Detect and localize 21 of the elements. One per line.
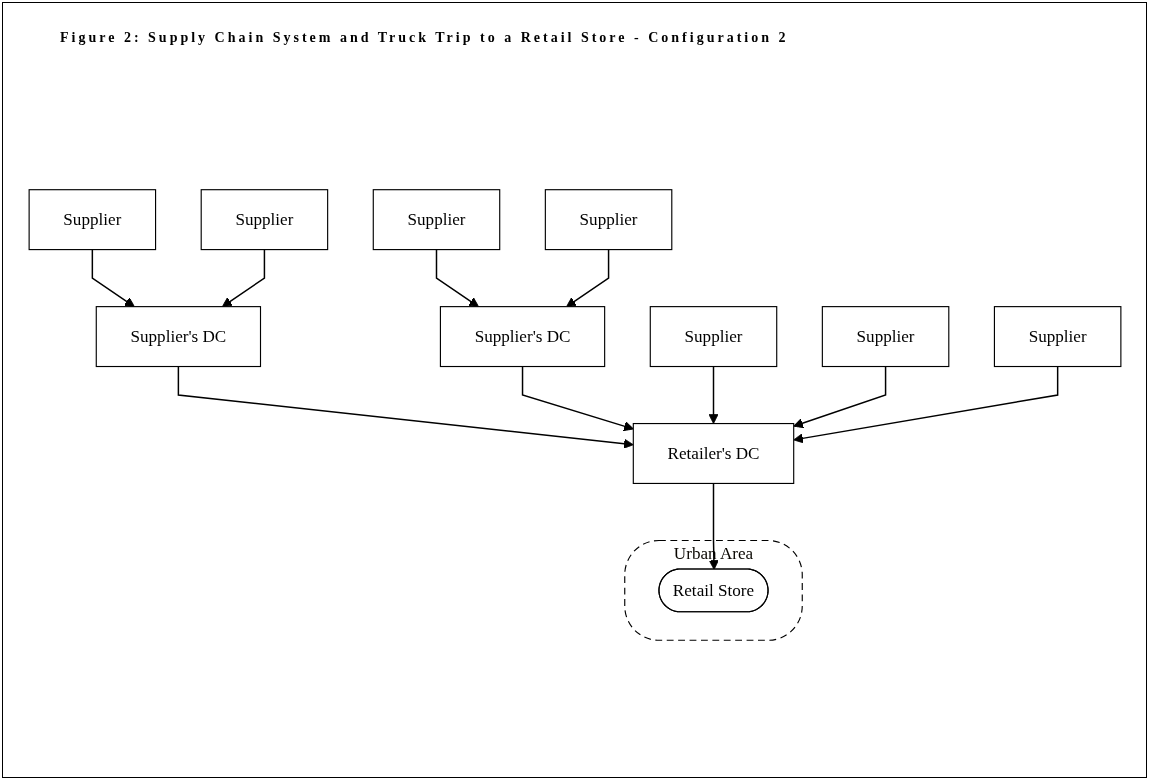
arrow xyxy=(435,248,479,308)
node-box: Supplier's DC xyxy=(95,306,262,368)
arrow xyxy=(91,248,135,308)
arrow xyxy=(793,365,1059,444)
arrow xyxy=(177,365,634,449)
arrow xyxy=(566,248,610,308)
arrow xyxy=(793,365,887,429)
node-box: Supplier xyxy=(544,189,673,251)
node-box: Supplier xyxy=(821,306,950,368)
figure-title: Figure 2: Supply Chain System and Truck Trip to a Retail Store - Configuration 2 xyxy=(60,30,789,46)
node-box: Supplier's DC xyxy=(439,306,606,368)
node-box: Supplier xyxy=(200,189,329,251)
node-box: Supplier xyxy=(649,306,778,368)
node-box: Supplier xyxy=(28,189,157,251)
arrow xyxy=(708,482,719,571)
arrow xyxy=(708,365,719,424)
node-box: Retailer's DC xyxy=(632,423,795,484)
arrow xyxy=(521,365,634,432)
node-box: Supplier xyxy=(993,306,1122,368)
arrow xyxy=(222,248,266,308)
node-box: Supplier xyxy=(372,189,501,251)
